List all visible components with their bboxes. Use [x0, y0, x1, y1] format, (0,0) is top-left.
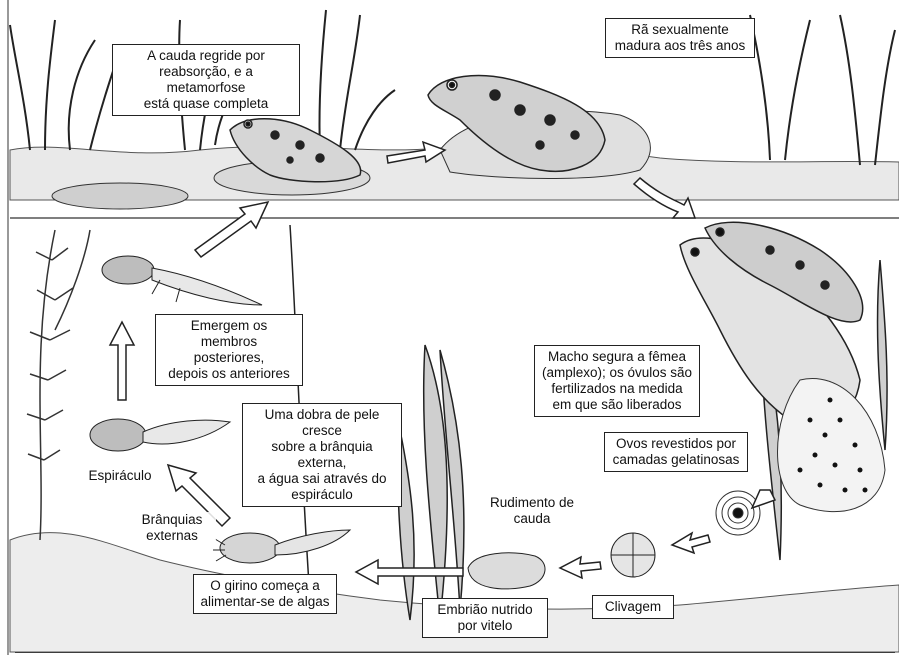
embryo-cleavage [611, 533, 655, 577]
tadpole-external-gills [213, 530, 350, 563]
label-gelatinous-eggs: Ovos revestidos por camadas gelatinosas [604, 432, 748, 472]
reeds-top-center [319, 10, 395, 150]
label-limbs-emerge: Emergem os membros posteriores, depois o… [155, 314, 303, 386]
arrow-to-cleavage [672, 533, 710, 553]
label-mature-frog: Rã sexualmente madura aos três anos [605, 18, 755, 58]
egg-mass [778, 378, 886, 511]
arrow-up-right [195, 202, 268, 257]
label-tail-regression: A cauda regride por reabsorção, e a meta… [112, 44, 300, 116]
label-tail-bud: Rudimento de cauda [482, 495, 582, 527]
label-algae: O girino começa a alimentar-se de algas [193, 574, 337, 614]
arrow-to-legs [110, 322, 134, 400]
water-weed-left [27, 230, 90, 540]
tadpole-spiracle [90, 419, 230, 451]
label-external-gills: Brânquias externas [128, 512, 216, 544]
lily-pad-left [52, 183, 188, 209]
label-cleavage: Clivagem [592, 595, 674, 619]
tadpole-legs [102, 256, 262, 305]
label-skin-fold: Uma dobra de pele cresce sobre a brânqui… [242, 403, 402, 507]
reeds-top-right [750, 15, 895, 165]
label-yolk-embryo: Embrião nutrido por vitelo [422, 598, 548, 638]
embryo-yolk [468, 553, 545, 589]
arrow-to-yolk [560, 557, 601, 578]
egg-gelatinous [716, 491, 760, 535]
label-amplexus: Macho segura a fêmea (amplexo); os óvulo… [534, 345, 700, 417]
label-spiracle: Espiráculo [75, 468, 165, 484]
